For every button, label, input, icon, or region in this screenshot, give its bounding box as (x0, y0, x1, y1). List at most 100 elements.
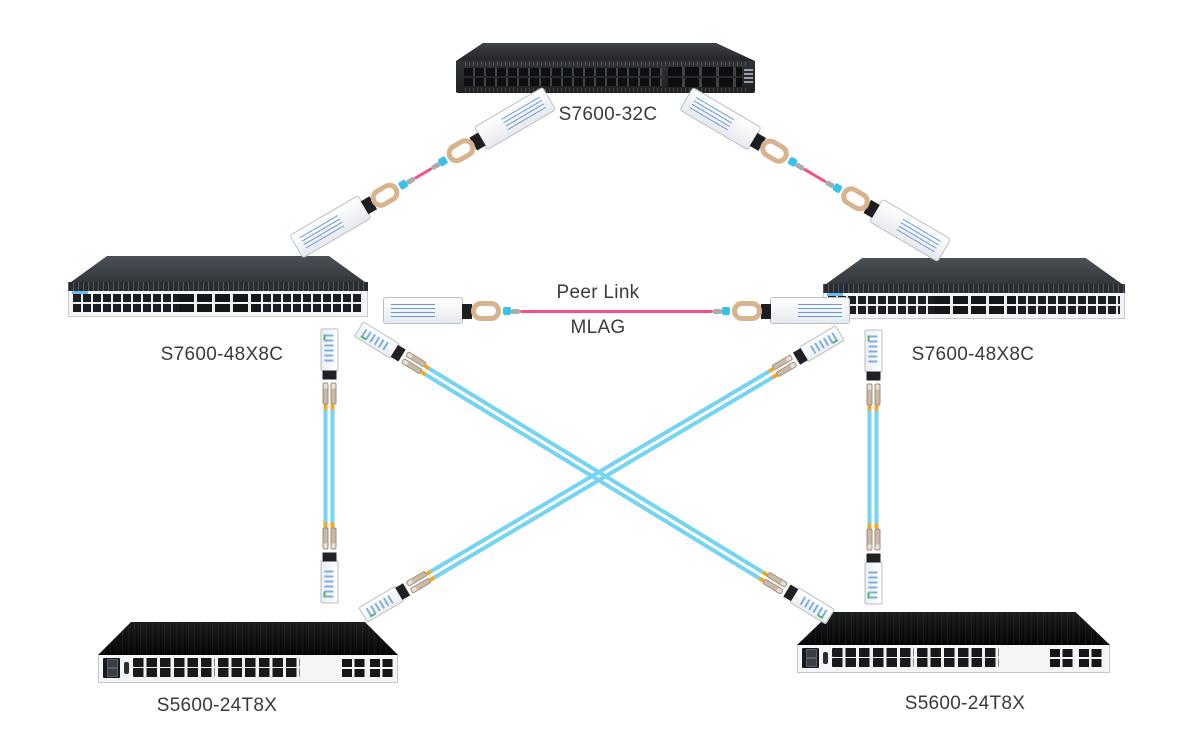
pink-cable (803, 167, 827, 183)
vent-grille (823, 284, 1125, 293)
lc-connector (866, 383, 881, 406)
access-switch-left-label: S5600-24T8X (156, 695, 278, 716)
access-switch-right-label: S5600-24T8X (904, 693, 1026, 714)
duplex-fiber (324, 409, 335, 523)
usb-slot (823, 652, 828, 664)
brand-mark (72, 291, 88, 294)
sfp-plus-port-group (342, 659, 367, 679)
port-row (370, 659, 395, 667)
core-switch (456, 43, 755, 93)
port-row (668, 78, 742, 87)
mgmt-port-block (802, 648, 819, 668)
rj45-port-group (133, 658, 215, 678)
switch-top-face (98, 622, 398, 655)
switch-front-panel (456, 61, 755, 93)
port-row (218, 658, 300, 667)
cable-boot (713, 308, 722, 314)
port-row (935, 306, 1016, 314)
qsfp-port-block (668, 67, 742, 89)
rj45-port-group (917, 648, 999, 668)
port-row (935, 296, 1016, 304)
qsfp-transceiver (438, 84, 559, 174)
usb-slot (124, 662, 129, 674)
transceiver-body (864, 329, 883, 373)
transceiver-body (289, 194, 372, 259)
transceiver-body (320, 328, 339, 372)
port-row (342, 659, 367, 667)
qsfp-transceiver (677, 84, 798, 174)
port-row (342, 669, 367, 677)
port-row (832, 648, 914, 657)
status-led-labels (744, 67, 753, 85)
lc-connector (322, 382, 337, 405)
port-row (179, 304, 260, 312)
transceiver-print (896, 218, 941, 253)
uplink-cable-core-to-agg-right (677, 84, 953, 266)
switch-top-face (826, 258, 1122, 284)
aggregation-switch-right-label: S7600-48X8C (911, 344, 1035, 365)
vent-grille (68, 282, 368, 291)
transceiver-bail (471, 301, 501, 321)
aoc-cable-agg-right-to-access-right (864, 329, 883, 605)
port-row (668, 67, 742, 76)
port-row (370, 669, 395, 677)
port-row (1079, 659, 1104, 667)
port-row (218, 668, 300, 677)
qsfp-transceiver (832, 176, 953, 266)
transceiver-clip (866, 553, 881, 563)
lc-connector (866, 528, 881, 551)
pink-cable (520, 309, 713, 313)
qsfp-transceiver (288, 172, 409, 262)
vent-grille (464, 88, 747, 92)
uplink-cable-core-to-agg-left (288, 84, 559, 262)
sfp-transceiver (864, 329, 883, 384)
transceiver-bail (732, 301, 762, 321)
sfp-plus-port-group (1050, 649, 1075, 669)
port-row (1079, 649, 1104, 657)
transceiver-print (391, 304, 435, 317)
core-switch-label: S7600-32C (558, 104, 658, 125)
rj45-port-group (218, 658, 300, 678)
sfp-plus-port-group (370, 659, 395, 679)
qsfp-transceiver (730, 294, 850, 328)
transceiver-clip (322, 552, 337, 562)
transceiver-body (320, 560, 339, 604)
transceiver-clip (462, 304, 472, 319)
aggregation-switch-left (68, 256, 368, 317)
transceiver-clip (761, 304, 771, 319)
sfp-transceiver (789, 324, 845, 368)
port-row (133, 658, 215, 667)
sfp-plus-port-group (1079, 649, 1104, 669)
transceiver-mark (867, 335, 870, 342)
aoc-cable-agg-left-to-access-left (320, 328, 339, 604)
port-row (133, 668, 215, 677)
transceiver-print (868, 568, 878, 599)
transceiver-print (868, 335, 878, 366)
mlag-label: MLAG (570, 317, 626, 338)
transceiver-clip (322, 370, 337, 380)
duplex-fiber (868, 410, 879, 524)
qsfp-port-block (179, 294, 260, 313)
pink-cable (413, 166, 433, 180)
switch-front-panel (823, 293, 1125, 319)
transceiver-body (868, 198, 952, 263)
access-switch-right (797, 612, 1110, 673)
switch-top-face (71, 256, 365, 282)
transceiver-print (798, 304, 842, 317)
qsfp-transceiver (383, 294, 503, 328)
transceiver-body (864, 561, 883, 605)
transceiver-mark (323, 591, 326, 598)
cable-ferrule (503, 307, 511, 315)
rj45-port-group (832, 648, 914, 668)
mgmt-port-block (103, 658, 120, 678)
sfp-transceiver (320, 328, 339, 383)
transceiver-print (324, 567, 334, 598)
qsfp-port-block (935, 296, 1016, 315)
port-row (1050, 659, 1075, 667)
sfp-transceiver (864, 551, 883, 605)
port-row (917, 658, 999, 667)
sfp-port-block (464, 68, 662, 88)
cable-ferrule (722, 307, 730, 315)
access-switch-left (98, 622, 398, 683)
